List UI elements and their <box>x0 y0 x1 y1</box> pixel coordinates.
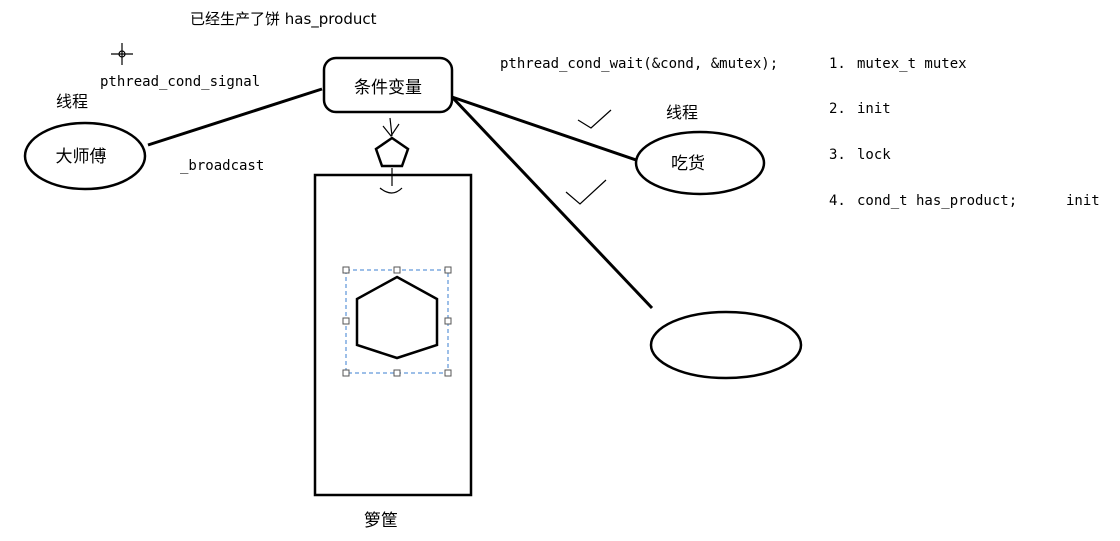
consumer-thread-label: 线程 <box>666 103 698 122</box>
waiting-thread-node <box>649 310 803 380</box>
step-3-text: lock <box>857 147 891 163</box>
producer-thread-label: 线程 <box>56 92 88 111</box>
step-4-extra: init <box>1066 193 1100 209</box>
condvar-to-consumer-line <box>451 95 637 162</box>
basket-box <box>313 173 473 497</box>
notification-pentagon-icon <box>374 117 410 194</box>
product-hexagon <box>355 275 439 360</box>
step-4-number: 4. <box>829 193 846 209</box>
step-2-number: 2. <box>829 101 846 117</box>
condvar-to-waiting-thread-line <box>450 95 654 310</box>
product-hexagon-selection[interactable] <box>342 266 452 377</box>
basket-label: 箩筐 <box>364 511 398 531</box>
steps-list: 1. mutex_t mutex 2. init 3. lock 4. cond… <box>829 56 1100 209</box>
check-mark-1 <box>577 109 612 129</box>
signal-label: pthread_cond_signal <box>100 74 260 90</box>
condition-variable-box <box>322 56 454 114</box>
crosshair-cursor-icon <box>111 43 133 65</box>
consumer-node <box>634 130 766 196</box>
broadcast-label: _broadcast <box>180 158 264 174</box>
step-1-number: 1. <box>829 56 846 72</box>
producer-name: 大师傅 <box>56 147 107 167</box>
has-product-label: 已经生产了饼 has_product <box>190 10 377 29</box>
step-4-text: cond_t has_product; <box>857 193 1017 209</box>
step-3-number: 3. <box>829 147 846 163</box>
consumer-name: 吃货 <box>671 154 705 174</box>
condition-variable-label: 条件变量 <box>354 78 422 98</box>
check-mark-2 <box>565 179 607 205</box>
cond-wait-label: pthread_cond_wait(&cond, &mutex); <box>500 56 778 72</box>
step-1-text: mutex_t mutex <box>857 56 967 72</box>
step-2-text: init <box>857 101 891 117</box>
producer-node <box>23 121 147 191</box>
producer-to-condvar-line <box>147 87 323 147</box>
